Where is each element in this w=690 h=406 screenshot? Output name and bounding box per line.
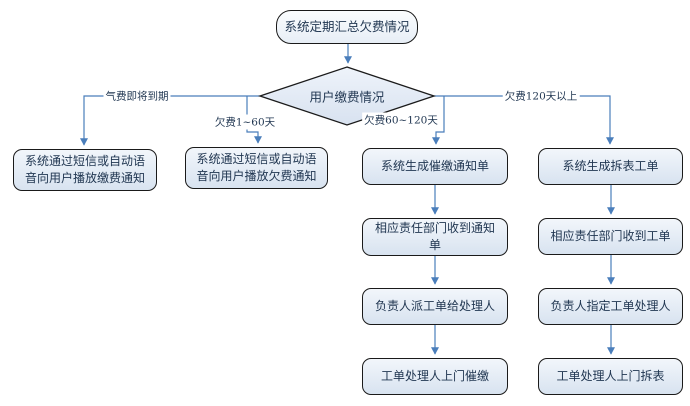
- step-handler-door-collection: 工单处理人上门催缴: [362, 358, 508, 395]
- arrow-branch-60-120: [432, 96, 445, 145]
- arrow-branch-1-60: [246, 96, 262, 144]
- step-leader-dispatch-workorder: 负责人派工单给处理人: [362, 288, 508, 325]
- step-generate-meter-removal-order: 系统生成拆表工单: [538, 148, 683, 185]
- branch-condition-60-120-days: 欠费60~120天: [362, 112, 440, 128]
- decision-label: 用户缴费情况: [309, 89, 385, 105]
- branch-condition-1-60-days: 欠费1~60天: [212, 114, 278, 130]
- step-handler-door-meter-removal: 工单处理人上门拆表: [538, 358, 683, 395]
- step-generate-collection-notice: 系统生成催缴通知单: [362, 148, 508, 185]
- step-leader-assign-handler: 负责人指定工单处理人: [538, 288, 683, 325]
- arrow-branch-gas-due: [80, 95, 260, 146]
- decision-diamond-shape: [257, 66, 437, 126]
- arrow-branch-120plus: [434, 95, 614, 145]
- step-play-payment-notice: 系统通过短信或自动语音向用户播放缴费通知: [13, 149, 157, 191]
- branch-condition-120plus-days: 欠费120天以上: [502, 88, 580, 104]
- branch-condition-gas-due: 气费即将到期: [103, 88, 171, 104]
- step-dept-receive-notice: 相应责任部门收到通知单: [362, 218, 508, 256]
- start-node: 系统定期汇总欠费情况: [276, 10, 418, 44]
- step-play-arrears-notice: 系统通过短信或自动语音向用户播放欠费通知: [185, 147, 328, 189]
- step-dept-receive-workorder: 相应责任部门收到工单: [538, 218, 683, 255]
